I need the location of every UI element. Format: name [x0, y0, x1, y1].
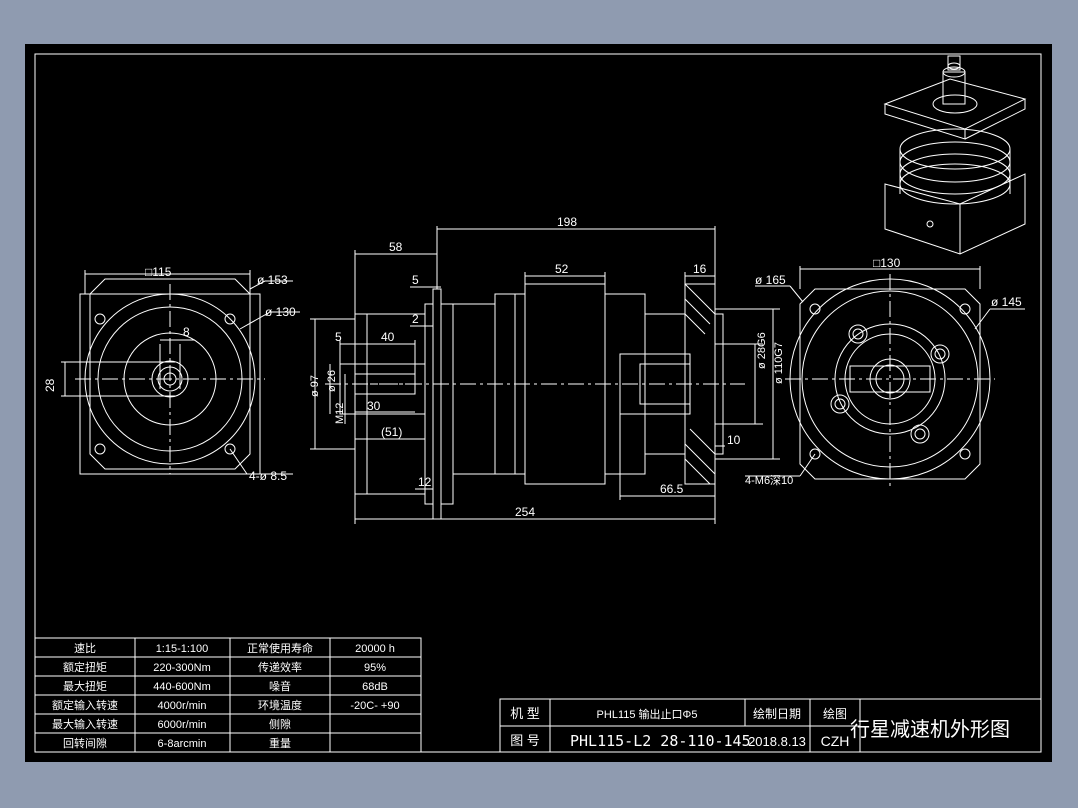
cad-viewport[interactable]: □115 ø 153 ø 130 8 28 4-ø 8.5	[25, 44, 1052, 762]
spec-r2-c1: 440-600Nm	[153, 681, 210, 693]
spec-r4-c1: 6000r/min	[158, 719, 207, 731]
dim-side-51: (51)	[381, 425, 402, 439]
spec-r5-c0: 回转间隙	[63, 736, 107, 750]
dim-left-dia130: ø 130	[265, 305, 296, 319]
dim-side-66: 66.5	[660, 482, 684, 496]
spec-r5-c2: 重量	[269, 736, 291, 750]
title-block-text: 机 型 PHL115 输出止口Φ5 绘制日期 绘图 图 号 PHL115-L2 …	[510, 706, 1010, 750]
dim-left-dia153: ø 153	[257, 273, 288, 287]
dim-left-holes: 4-ø 8.5	[249, 469, 287, 483]
spec-r2-c0: 最大扭矩	[63, 679, 107, 693]
title-model-value: PHL115 输出止口Φ5	[597, 707, 698, 721]
spec-r1-c0: 额定扭矩	[63, 660, 107, 674]
dim-right-square: □130	[873, 256, 901, 270]
dim-left-key: 8	[183, 325, 190, 339]
title-date-label: 绘制日期	[753, 706, 801, 721]
spec-r3-c2: 环境温度	[258, 698, 302, 712]
spec-table-text: 速比 1:15-1:100 正常使用寿命 20000 h 额定扭矩 220-30…	[52, 641, 400, 750]
dim-right-dia145: ø 145	[991, 295, 1022, 309]
dim-right-holes: 4-M6深10	[745, 474, 793, 487]
title-model-label: 机 型	[510, 706, 540, 721]
title-drawing-no-value: PHL115-L2 28-110-145	[570, 732, 751, 750]
right-input-view	[745, 266, 1025, 489]
dim-side-16: 16	[693, 262, 707, 276]
spec-r3-c0: 额定输入转速	[52, 698, 118, 712]
dim-side-dia28: ø 28G6	[756, 332, 768, 369]
spec-table-grid	[34, 637, 422, 753]
dim-side-198: 198	[557, 215, 577, 229]
dim-side-30: 30	[367, 399, 381, 413]
drawing-title: 行星减速机外形图	[850, 718, 1010, 741]
side-view	[310, 226, 780, 524]
spec-r0-c1: 1:15-1:100	[156, 643, 209, 655]
dim-side-58: 58	[389, 240, 403, 254]
dim-side-5b: 5	[335, 330, 342, 344]
spec-r1-c2: 传递效率	[258, 660, 302, 674]
dim-side-40: 40	[381, 330, 395, 344]
title-date-value: 2018.8.13	[748, 734, 806, 749]
spec-r5-c1: 6-8arcmin	[158, 738, 207, 750]
dim-side-dia97: ø 97	[309, 375, 321, 397]
dim-side-52: 52	[555, 262, 569, 276]
dim-side-10: 10	[727, 433, 741, 447]
spec-r0-c3: 20000 h	[355, 643, 395, 655]
spec-r1-c3: 95%	[364, 662, 386, 674]
dim-side-m12: M12	[334, 403, 346, 424]
dim-side-2: 2	[412, 312, 419, 326]
spec-r0-c2: 正常使用寿命	[247, 641, 313, 655]
left-front-view	[61, 270, 300, 475]
title-drawer-label: 绘图	[823, 706, 847, 721]
spec-r4-c2: 侧隙	[269, 717, 291, 731]
title-drawer-value: CZH	[821, 733, 850, 749]
dim-right-dia165: ø 165	[755, 273, 786, 287]
title-block-grid	[499, 698, 1042, 753]
cad-drawing: □115 ø 153 ø 130 8 28 4-ø 8.5	[34, 53, 1042, 753]
spec-r3-c1: 4000r/min	[158, 700, 207, 712]
title-drawing-no-label: 图 号	[510, 733, 540, 748]
spec-r3-c3: -20C- +90	[350, 700, 399, 712]
dim-side-254: 254	[515, 505, 535, 519]
spec-r1-c1: 220-300Nm	[153, 662, 210, 674]
dim-left-28: 28	[43, 378, 57, 392]
dim-side-12: 12	[418, 475, 432, 489]
dim-side-dia110: ø 110G7	[773, 342, 785, 384]
spec-r2-c3: 68dB	[362, 681, 388, 693]
dim-left-square: □115	[145, 265, 172, 279]
spec-r0-c0: 速比	[74, 642, 96, 655]
spec-r2-c2: 噪音	[269, 679, 291, 693]
dim-side-dia26: ø 26	[326, 370, 338, 392]
dim-side-5a: 5	[412, 273, 419, 287]
isometric-sketch	[883, 55, 1027, 255]
spec-r4-c0: 最大输入转速	[52, 717, 118, 731]
